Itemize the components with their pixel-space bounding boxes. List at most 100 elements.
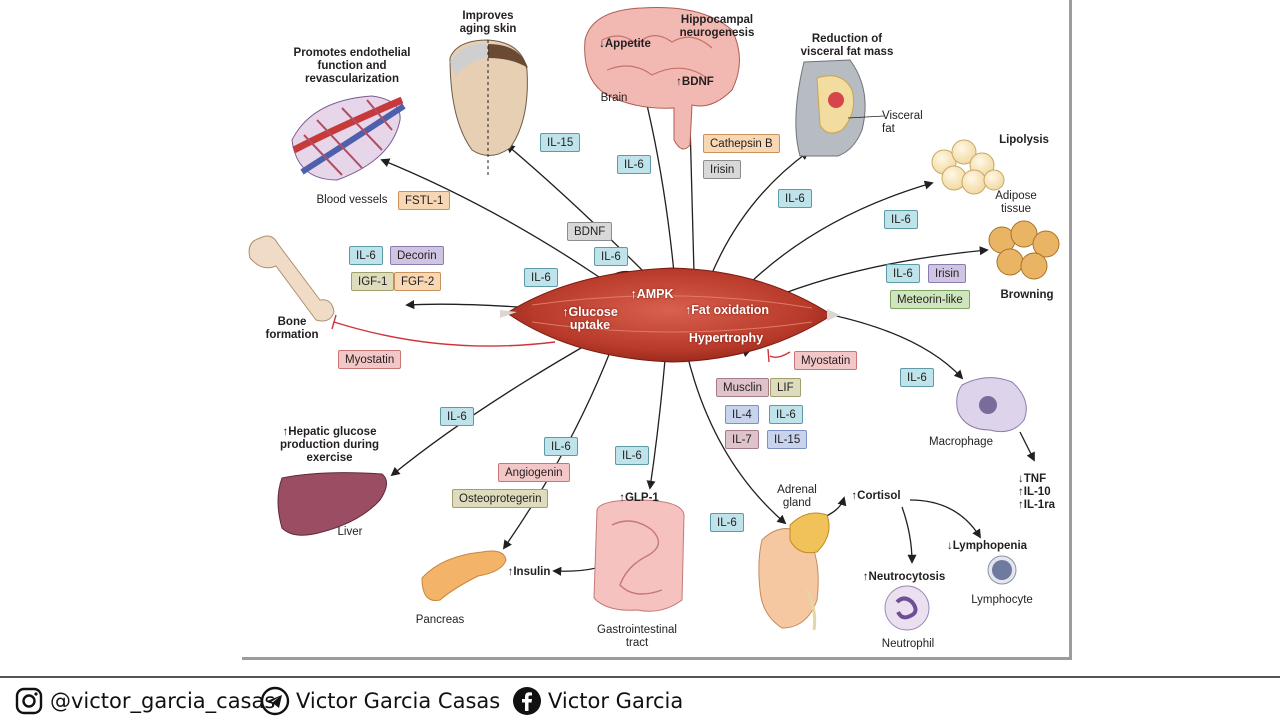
tag-osteoprotegerin: Osteoprotegerin: [452, 489, 549, 508]
arrow-cytokines: [1019, 431, 1035, 462]
facebook-link[interactable]: Victor Garcia: [512, 686, 683, 716]
tag-il4: IL-4: [725, 405, 759, 424]
tag-il6-brain: IL-6: [617, 155, 651, 174]
telegram-name: Victor Garcia Casas: [296, 689, 501, 713]
tag-bdnf: BDNF: [567, 222, 613, 241]
brown-fat-illustration: [988, 220, 1060, 280]
facebook-icon: [513, 687, 541, 715]
muscle-illustration: [500, 267, 840, 363]
neutrophil-illustration: [884, 585, 930, 631]
tag-il6-adrenal: IL-6: [710, 513, 744, 532]
inhibit-bone: [333, 321, 556, 347]
label-hypertrophy: Hypertrophy: [688, 331, 764, 345]
arrow-blood-vessels: [380, 158, 600, 278]
tag-il6-browning: IL-6: [886, 264, 920, 283]
tag-fstl1: FSTL-1: [398, 191, 451, 210]
instagram-icon: [15, 687, 43, 715]
tag-igf1: IGF-1: [351, 272, 395, 291]
inhibit-bone-bar: [331, 314, 337, 330]
brain-illustration: [584, 7, 740, 150]
tag-fgf2: FGF-2: [394, 272, 442, 291]
label-lymphopenia: ↓Lymphopenia: [946, 540, 1028, 552]
blood-vessels-illustration: [291, 95, 406, 181]
tag-il6-visceral: IL-6: [778, 189, 812, 208]
label-bone: Bone formation: [265, 316, 319, 341]
bone-illustration: [248, 235, 335, 322]
tag-il7: IL-7: [725, 430, 759, 449]
pancreas-illustration: [421, 550, 507, 602]
instagram-handle: @victor_garcia_casas: [50, 689, 276, 713]
label-adrenal: Adrenal gland: [777, 484, 817, 509]
label-pancreas: Pancreas: [415, 614, 465, 626]
face-illustration: [449, 39, 528, 175]
label-hepatic: ↑Hepatic glucose production during exerc…: [279, 426, 379, 464]
tag-irisin-browning: Irisin: [928, 264, 967, 283]
label-fat-ox: ↑Fat oxidation: [684, 303, 770, 317]
arrow-gi: [646, 347, 667, 490]
tag-il6-macro: IL-6: [900, 368, 934, 387]
arrow-lipolysis: [749, 180, 934, 284]
inhibit-hyp-bar: [767, 348, 770, 363]
arrow-adrenal: [685, 349, 787, 525]
tag-meteorin: Meteorin-like: [890, 290, 970, 309]
label-liver: Liver: [337, 526, 363, 538]
label-cortisol: ↑Cortisol: [851, 490, 901, 502]
label-glp1: ↑GLP-1: [619, 492, 659, 504]
label-adipose: Adipose tissue: [995, 190, 1037, 215]
arrow-skin: [505, 143, 648, 276]
label-hippocampal: Hippocampal neurogenesis: [679, 14, 755, 39]
facebook-name: Victor Garcia: [548, 689, 684, 713]
kidney-illustration: [758, 512, 830, 631]
tag-il15-hyp: IL-15: [767, 430, 808, 449]
label-visceral-fat: Visceral fat: [882, 110, 923, 135]
tag-myostatin-hyp: Myostatin: [794, 351, 858, 370]
tag-il6-gi: IL-6: [615, 446, 649, 465]
inhibit-hyp: [769, 351, 791, 359]
label-blood-vessels: Blood vessels: [316, 194, 388, 206]
label-visceral-title: Reduction of visceral fat mass: [800, 33, 894, 58]
macrophage-illustration: [956, 377, 1027, 433]
myokine-diagram: [248, 7, 1060, 631]
tag-il6-bone: IL-6: [349, 246, 383, 265]
label-lymphocyte: Lymphocyte: [971, 594, 1033, 606]
tag-il6-lipolysis: IL-6: [884, 210, 918, 229]
arrow-macrophage: [831, 314, 964, 380]
liver-illustration: [277, 472, 387, 536]
label-endothelial: Promotes endothelial function and revasc…: [293, 47, 411, 85]
tag-myostatin-bone: Myostatin: [338, 350, 402, 369]
telegram-icon: [260, 686, 290, 716]
label-bdnf-up: ↑BDNF: [676, 76, 714, 88]
tag-lif: LIF: [770, 378, 801, 397]
instagram-link[interactable]: @victor_garcia_casas: [14, 686, 275, 716]
tag-decorin: Decorin: [390, 246, 444, 265]
tag-cathepsin: Cathepsin B: [703, 134, 780, 153]
label-insulin: ↑Insulin: [507, 566, 551, 578]
label-glucose: ↑Glucose uptake: [562, 305, 618, 332]
label-brain: Brain: [600, 92, 628, 104]
lymphocyte-illustration: [987, 555, 1017, 585]
label-neutrophil: Neutrophil: [881, 638, 935, 650]
arrow-browning: [771, 246, 989, 299]
diagram-frame: Promotes endothelial function and revasc…: [242, 0, 1072, 660]
arrow-neutro: [901, 506, 917, 564]
tag-musclin: Musclin: [716, 378, 769, 397]
adipose-illustration: [931, 139, 1005, 195]
tag-irisin-brain: Irisin: [703, 160, 742, 179]
label-browning: Browning: [1000, 289, 1054, 301]
label-gi: Gastrointestinal tract: [597, 624, 677, 649]
label-aging-skin: Improves aging skin: [459, 10, 517, 35]
tag-il6-hyp: IL-6: [769, 405, 803, 424]
visceral-fat-illustration: [795, 59, 885, 157]
tag-il6-pancreas: IL-6: [544, 437, 578, 456]
telegram-link[interactable]: Victor Garcia Casas: [260, 686, 500, 716]
label-neutrocytosis: ↑Neutrocytosis: [862, 571, 946, 583]
arrow-lympho: [909, 499, 981, 539]
label-macrophage: Macrophage: [929, 436, 993, 448]
tag-il6-glucose: IL-6: [524, 268, 558, 287]
tag-angiogenin: Angiogenin: [498, 463, 570, 482]
label-appetite: ↓Appetite: [599, 38, 651, 50]
inhibitions: [331, 314, 791, 363]
label-ampk: ↑AMPK: [630, 287, 674, 301]
footer-bar: @victor_garcia_casas Victor Garcia Casas…: [0, 676, 1280, 722]
arrow-visceral: [709, 150, 810, 279]
